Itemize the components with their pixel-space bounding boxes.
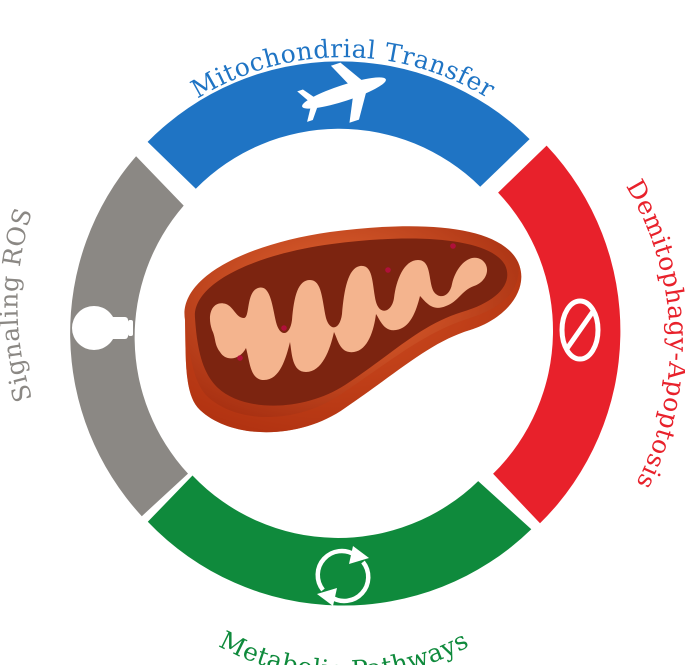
label-demitophagy-apoptosis: Demitophagy-Apoptosis bbox=[620, 175, 685, 495]
mitochondrion-outer-edge bbox=[185, 262, 522, 433]
segment-bottom bbox=[147, 475, 532, 606]
prohibited-icon bbox=[559, 298, 601, 362]
lightbulb-icon bbox=[72, 306, 133, 350]
label-signaling-ros: Signaling ROS bbox=[0, 204, 38, 405]
segment-left bbox=[70, 156, 188, 517]
mitochondrion-illustration bbox=[184, 226, 522, 433]
segment-right bbox=[493, 145, 621, 524]
granule bbox=[281, 325, 287, 331]
mitochondrion-cristae bbox=[209, 257, 488, 380]
granule bbox=[385, 267, 391, 273]
label-metabolic-pathways: Metabolic Pathways bbox=[215, 625, 473, 665]
airplane-icon bbox=[297, 62, 386, 123]
segment-top bbox=[147, 61, 530, 189]
granule bbox=[450, 243, 456, 249]
granule bbox=[237, 355, 243, 361]
recycle-arrows-icon bbox=[315, 546, 371, 606]
